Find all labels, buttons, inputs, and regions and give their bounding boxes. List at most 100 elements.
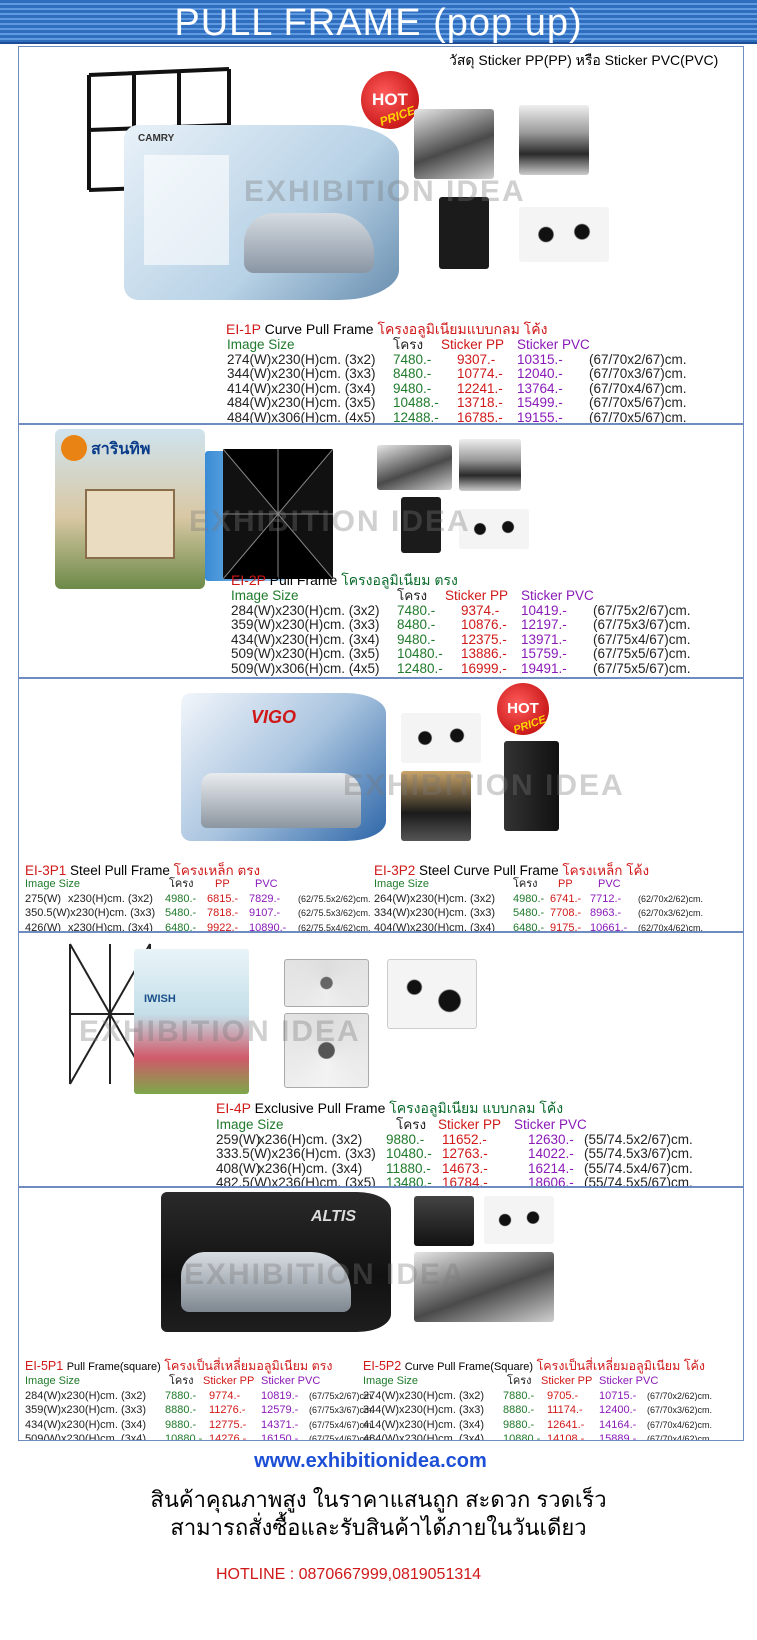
table-cell: (67/75x4/67)cm. bbox=[309, 1434, 375, 1441]
spotlight-image bbox=[459, 509, 529, 549]
table-cell: (62/75.5x2/62)cm. bbox=[298, 893, 371, 904]
column-header: Image Size bbox=[216, 1117, 284, 1132]
table-cell: 15889.- bbox=[599, 1433, 637, 1441]
car-image bbox=[181, 1252, 351, 1312]
table-cell: 10480.- bbox=[386, 1146, 432, 1161]
table-cell: 9107.- bbox=[249, 907, 281, 919]
section-title: EI-1P Curve Pull Frame โครงอลูมิเนียมแบบ… bbox=[226, 321, 548, 337]
table-cell: 19491.- bbox=[521, 660, 567, 676]
column-header: Image Size bbox=[363, 1375, 419, 1387]
table-cell: 12040.- bbox=[517, 366, 563, 381]
column-header: PVC bbox=[255, 878, 278, 890]
table-cell: 9880.- bbox=[165, 1418, 197, 1431]
table-cell: 11880.- bbox=[386, 1160, 431, 1176]
table-cell: (67/75x3/67)cm. bbox=[309, 1405, 375, 1415]
table-cell: 4980.- bbox=[165, 892, 197, 905]
table-cell: 5480.- bbox=[165, 907, 197, 919]
table-cell: x230(H)cm. (3x2) bbox=[68, 892, 153, 905]
exclusive-pull-frame-photo: IWISH bbox=[134, 949, 249, 1094]
table-cell: (67/75x4/67)cm. bbox=[593, 631, 691, 647]
table-cell: 13886.- bbox=[461, 646, 507, 661]
table-cell: (67/70x5/67)cm. bbox=[589, 409, 687, 424]
table-cell: (62/70x4/62)cm. bbox=[638, 922, 704, 932]
table-cell: 12488.- bbox=[393, 409, 439, 424]
column-header: Sticker PP bbox=[441, 337, 505, 352]
material-note: วัสดุ Sticker PP(PP) หรือ Sticker PVC(PV… bbox=[449, 52, 719, 68]
column-header: Image Size bbox=[231, 588, 299, 603]
spotlight-image bbox=[484, 1196, 554, 1244]
table-cell: 6815.- bbox=[207, 892, 239, 905]
table-cell: (67/70x4/67)cm. bbox=[589, 380, 687, 396]
table-cell: 9705.- bbox=[547, 1389, 579, 1402]
frame-grid-image bbox=[223, 449, 333, 579]
table-cell: (67/70x4/62)cm. bbox=[647, 1434, 713, 1441]
camry-logo: CAMRY bbox=[138, 133, 175, 144]
table-cell: 7818.- bbox=[207, 907, 239, 919]
frame-folded-image bbox=[414, 109, 494, 179]
table-cell: 7708.- bbox=[550, 907, 582, 919]
watermark: EXHIBITION IDEA bbox=[244, 175, 526, 208]
brand-logo: สารินทิพ bbox=[91, 441, 151, 458]
table-cell: 6741.- bbox=[550, 892, 582, 905]
table-cell: 8880.- bbox=[503, 1404, 535, 1416]
watermark: EXHIBITION IDEA bbox=[343, 769, 625, 802]
table-cell: 16785.- bbox=[457, 409, 503, 424]
table-cell: 12375.- bbox=[461, 631, 507, 647]
table-cell: 15499.- bbox=[517, 395, 563, 410]
table-cell: 9880.- bbox=[386, 1131, 425, 1147]
table-cell: 12641.- bbox=[547, 1418, 585, 1431]
table-cell: 13480.- bbox=[386, 1175, 432, 1187]
frame-folded-image bbox=[414, 1252, 554, 1322]
table-cell: 10876.- bbox=[461, 617, 507, 632]
column-header: Sticker PP bbox=[541, 1375, 593, 1387]
table-cell: 10661.- bbox=[590, 921, 628, 932]
table-cell: 408(W) bbox=[216, 1160, 261, 1176]
hot-price-badge: HOT bbox=[361, 71, 419, 129]
table-cell: (62/70x2/62)cm. bbox=[638, 893, 704, 904]
table-cell: 9480.- bbox=[397, 631, 436, 647]
section-title-5p1: EI-5P1 Pull Frame(square) โครงเป็นสี่เหล… bbox=[25, 1359, 333, 1373]
table-cell: 259(W) bbox=[216, 1131, 261, 1147]
table-cell: 284(W)x230(H)cm. (3x2) bbox=[231, 602, 380, 618]
column-header: Image Size bbox=[227, 337, 295, 352]
table-cell: 16999.- bbox=[461, 660, 507, 676]
column-header: Sticker PVC bbox=[517, 337, 590, 352]
column-header: Image Size bbox=[25, 1375, 81, 1387]
table-cell: 10890.- bbox=[249, 921, 287, 932]
frame-hand-image bbox=[401, 771, 471, 841]
frame-clamp-image bbox=[459, 439, 521, 491]
car-image bbox=[244, 213, 374, 273]
table-cell: 7712.- bbox=[590, 892, 622, 905]
table-cell: 12241.- bbox=[457, 380, 503, 396]
table-cell: 9922.- bbox=[207, 921, 239, 932]
table-cell: 10315.- bbox=[517, 351, 563, 367]
table-cell: 9307.- bbox=[457, 351, 496, 367]
table-cell: 434(W)x230(H)cm. (3x4) bbox=[231, 631, 380, 647]
section-title-3p2: EI-3P2 Steel Curve Pull Frame โครงเหล็ก … bbox=[374, 863, 650, 878]
table-cell: 4980.- bbox=[513, 892, 545, 905]
column-header: PVC bbox=[598, 878, 621, 890]
table-cell: 414(W)x230(H)cm. (3x4) bbox=[363, 1418, 485, 1431]
table-cell: 13764.- bbox=[517, 380, 563, 396]
table-cell: 8880.- bbox=[165, 1404, 197, 1416]
column-header: Sticker PP bbox=[203, 1375, 255, 1387]
hotline: HOTLINE : 0870667999,0819051314 bbox=[215, 1566, 482, 1583]
website-url[interactable]: www.exhibitionidea.com bbox=[254, 1450, 487, 1472]
table-cell: 414(W)x230(H)cm. (3x4) bbox=[227, 380, 376, 396]
straight-pull-frame-photo: สารินทิพ bbox=[55, 429, 205, 589]
frame-clamp-image bbox=[519, 105, 589, 175]
table-cell: 8480.- bbox=[397, 617, 436, 632]
table-cell: 509(W)x230(H)cm. (3x5) bbox=[231, 646, 380, 661]
table-cell: 11276.- bbox=[209, 1404, 246, 1416]
table-cell: 12763.- bbox=[442, 1146, 488, 1161]
table-cell: 12579.- bbox=[261, 1404, 299, 1416]
column-header: Sticker PP bbox=[438, 1117, 502, 1132]
table-cell: (67/75x4/67)cm. bbox=[309, 1419, 375, 1430]
column-header: โครง bbox=[397, 588, 428, 603]
steel-case-image bbox=[504, 741, 559, 831]
table-cell: 14108.- bbox=[547, 1433, 585, 1441]
table-cell: 10819.- bbox=[261, 1389, 299, 1402]
curve-pull-frame-photo: CAMRY bbox=[124, 125, 399, 300]
table-cell: 12630.- bbox=[528, 1131, 574, 1147]
column-header: โครง bbox=[507, 1375, 532, 1387]
